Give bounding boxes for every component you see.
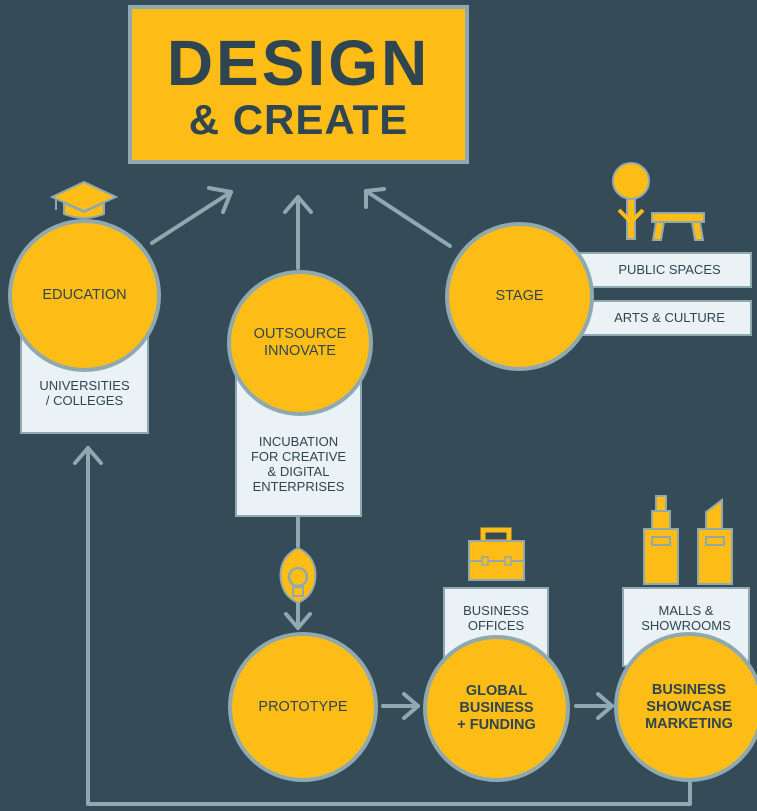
showcase-sub: MALLS & SHOWROOMS	[641, 603, 731, 633]
tree-icon	[612, 162, 650, 240]
graduation-cap-icon	[49, 180, 119, 219]
stage-tag-arts-label: ARTS & CULTURE	[614, 310, 725, 325]
education-label: EDUCATION	[42, 287, 127, 303]
lightbulb-icon	[279, 546, 317, 605]
prototype-circle: PROTOTYPE	[228, 632, 378, 782]
title-line1: DESIGN	[166, 27, 431, 99]
arrow-stage-to-title	[364, 189, 452, 248]
stage-tag-public: PUBLIC SPACES	[565, 252, 752, 288]
showcase-circle: BUSINESS SHOWCASE MARKETING	[614, 632, 757, 782]
global-label: GLOBAL BUSINESS + FUNDING	[457, 683, 536, 733]
outsource-circle: OUTSOURCE INNOVATE	[227, 270, 373, 416]
bench-icon	[651, 212, 705, 241]
outsource-sub: INCUBATION FOR CREATIVE & DIGITAL ENTERP…	[250, 434, 347, 494]
arrow-loop-to-education	[86, 446, 692, 806]
title-line2: & CREATE	[188, 96, 409, 143]
bottle-icon	[643, 495, 679, 585]
briefcase-icon	[468, 527, 525, 581]
stage-circle: STAGE	[445, 222, 594, 371]
stage-label: STAGE	[495, 288, 544, 304]
showcase-label: BUSINESS SHOWCASE MARKETING	[645, 681, 733, 732]
lipstick-icon	[697, 498, 733, 585]
global-circle: GLOBAL BUSINESS + FUNDING	[423, 635, 570, 782]
education-circle: EDUCATION	[8, 219, 161, 372]
education-sub: UNIVERSITIES / COLLEGES	[39, 378, 130, 408]
outsource-label: OUTSOURCE INNOVATE	[253, 326, 347, 359]
title-box: DESIGN & CREATE	[128, 5, 469, 164]
arrow-education-to-title	[150, 190, 233, 245]
prototype-label: PROTOTYPE	[258, 698, 348, 715]
stage-tag-public-label: PUBLIC SPACES	[618, 262, 721, 277]
global-sub: BUSINESS OFFICES	[463, 603, 529, 633]
